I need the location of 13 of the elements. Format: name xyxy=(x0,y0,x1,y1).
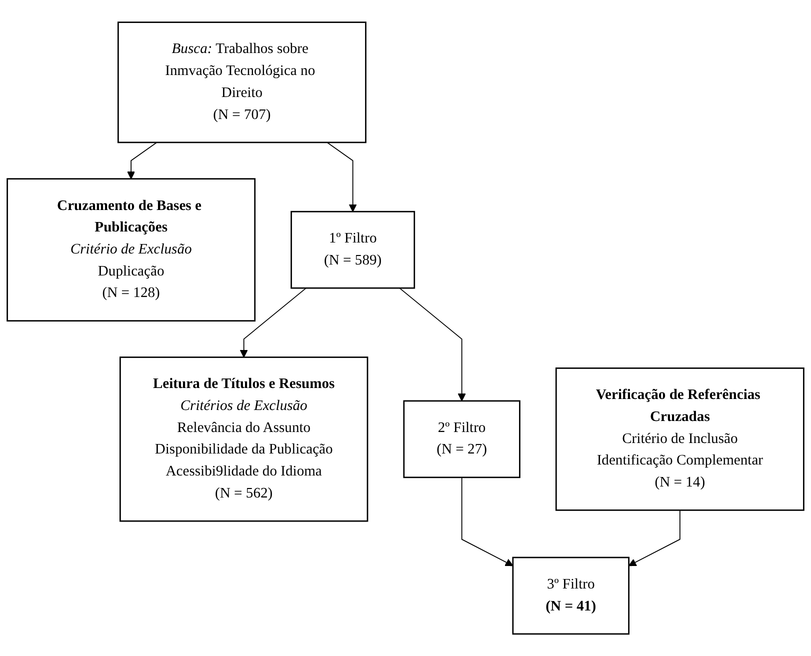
node-box: 1º Filtro (N = 589) xyxy=(290,210,416,289)
node-box: Leitura de Títulos e Resumos Critérios de Exclusão Relevância do Assunto Disponibilidade da Publicação Acessibi9lidade do Idioma (N = 562) xyxy=(120,356,368,522)
node-box: Cruzamento de Bases e Publicações Critério de Exclusão Duplicação (N = 128) xyxy=(6,178,256,322)
node-box: 3º Filtro (N = 41) xyxy=(512,556,630,635)
arrow xyxy=(127,142,158,180)
node-box: 2º Filtro (N = 27) xyxy=(403,400,520,478)
arrow xyxy=(240,287,307,358)
arrow xyxy=(399,287,466,402)
arrow xyxy=(628,510,680,566)
node-box: Verificação de Referências Cruzadas Critério de Inclusão Identificação Complementar (N = 14) xyxy=(555,367,804,511)
arrow xyxy=(326,142,357,212)
arrow xyxy=(461,476,514,566)
node-box: Busca: Trabalhos sobre Inmvação Tecnológica no Direito (N = 707) xyxy=(117,21,366,143)
